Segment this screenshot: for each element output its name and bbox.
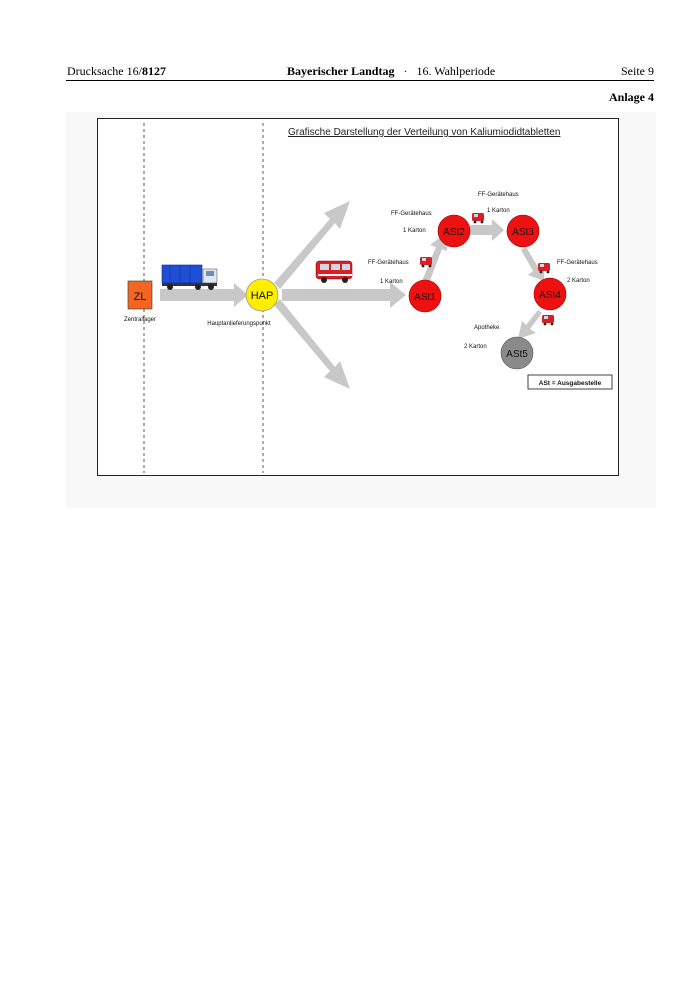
ast4-label: ASt4 [539, 290, 561, 301]
diagram-title: Grafische Darstellung der Verteilung von… [288, 127, 560, 138]
landtag-name: Bayerischer Landtag [287, 64, 395, 78]
hap-caption: Hauptanlieferungspunkt [207, 321, 271, 327]
anlage-label: Anlage 4 [609, 90, 654, 104]
label-ast5-karton: 2 Karton [464, 344, 487, 350]
small-vehicle-icon-3 [538, 263, 550, 274]
label-ast3-ast4-haus: FF-Gerätehaus [557, 260, 598, 266]
arrow-ast3-ast4 [521, 247, 544, 281]
ast2-node: ASt2 [437, 214, 471, 248]
header-separator: · [403, 64, 408, 78]
label-ast3-ast4-karton: 2 Karton [567, 278, 590, 284]
arrows [160, 201, 544, 389]
header-rule [66, 80, 654, 81]
label-ast1-ast2-haus: FF-Gerätehaus [368, 260, 409, 266]
zl-box [127, 280, 153, 310]
ast1-label: ASt1 [414, 292, 436, 303]
legend-box [527, 374, 613, 390]
arrow-ast2-ast3 [470, 219, 504, 241]
truck-icon [161, 264, 218, 290]
arrow-ast1-ast2 [422, 233, 447, 283]
edge-labels: 1 Karton FF-Gerätehaus 1 Karton FF-Gerät… [368, 192, 598, 350]
arrow-hap-down [274, 299, 350, 389]
label-ast2-ast3-haus: FF-Gerätehaus [478, 192, 519, 198]
ast5-label: ASt5 [506, 349, 528, 360]
label-apotheke: Apotheke [474, 325, 500, 331]
ast2-label: ASt2 [443, 227, 465, 238]
zl-label: ZL [134, 291, 147, 303]
ast1-node: ASt1 [408, 279, 442, 313]
drucksache-number: 8127 [141, 64, 166, 78]
diagram-svg: Grafische Darstellung der Verteilung von… [124, 123, 613, 473]
header-landtag: Bayerischer Landtag · 16. Wahlperiode [287, 64, 495, 79]
label-ast2-haus: FF-Gerätehaus [391, 211, 432, 217]
label-ast1-ast2-karton: 1 Karton [403, 228, 426, 234]
wahlperiode: 16. Wahlperiode [416, 64, 496, 78]
distribution-diagram: Grafische Darstellung der Verteilung von… [97, 118, 619, 476]
arrow-hap-ast1 [282, 282, 406, 308]
ast5-node: ASt5 [500, 336, 534, 370]
arrow-hap-up [274, 201, 350, 289]
label-ast2-ast3-karton: 1 Karton [487, 208, 510, 214]
hap-node [245, 278, 279, 312]
zl-caption: Zentrallager [124, 317, 156, 323]
arrow-zl-hap [160, 283, 248, 307]
ast3-node: ASt3 [506, 214, 540, 248]
small-vehicle-icon-1 [420, 257, 432, 268]
legend-text: ASt = Ausgabestelle [539, 380, 602, 387]
hap-label: HAP [251, 290, 274, 302]
fire-engine-icon [315, 260, 353, 283]
page-number: Seite 9 [621, 64, 654, 78]
label-to-ast1-karton: 1 Karton [380, 279, 403, 285]
small-vehicle-icon-2 [472, 213, 484, 224]
arrow-ast4-ast5 [518, 310, 542, 339]
ast3-label: ASt3 [512, 227, 534, 238]
ast4-node: ASt4 [533, 277, 567, 311]
header-drucksache: Drucksache 16/8127 [67, 64, 166, 79]
drucksache-prefix: Drucksache 16/ [67, 64, 142, 78]
small-vehicle-icon-4 [542, 315, 554, 326]
